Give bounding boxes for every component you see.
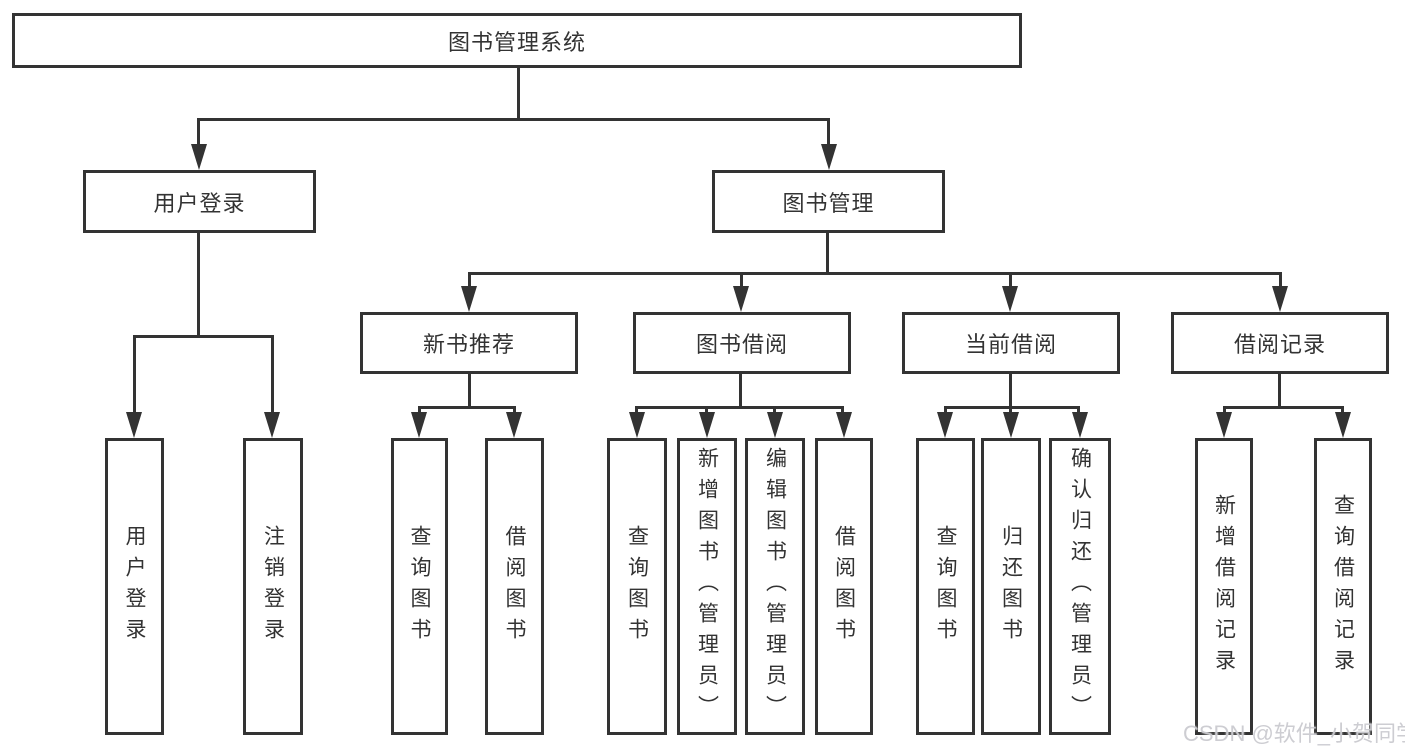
node-borrowing-records: 借阅记录 (1171, 312, 1389, 374)
leaf-add-borrowing-record: 新增借阅记录 (1195, 438, 1253, 735)
arrow-down-icon (1272, 286, 1288, 312)
arrow-down-icon (1002, 286, 1018, 312)
arrow-down-icon (1072, 412, 1088, 438)
leaf-borrow-books-2: 借阅图书 (815, 438, 873, 735)
leaf-query-books-3: 查询图书 (916, 438, 975, 735)
leaf-user-login: 用户登录 (105, 438, 164, 735)
node-label: 查询图书 (625, 524, 649, 649)
arrow-down-icon (1003, 412, 1019, 438)
connector-line (1009, 372, 1012, 408)
connector-line (468, 272, 1282, 275)
node-label: 查询借阅记录 (1331, 493, 1355, 680)
connector-line (740, 272, 743, 290)
leaf-borrow-books-1: 借阅图书 (485, 438, 544, 735)
connector-line (197, 231, 200, 335)
connector-line (635, 406, 638, 416)
arrow-down-icon (821, 144, 837, 170)
node-label: 图书管理 (782, 190, 875, 216)
node-label: 图书管理系统 (447, 29, 586, 55)
node-label: 编辑图书（管理员） (763, 447, 787, 726)
node-label: 借阅记录 (1233, 332, 1326, 357)
node-current-borrowing: 当前借阅 (902, 312, 1120, 374)
connector-line (1009, 406, 1012, 416)
connector-line (197, 118, 830, 121)
arrow-down-icon (191, 144, 207, 170)
node-root-library-management-system: 图书管理系统 (12, 13, 1022, 68)
node-label: 用户登录 (153, 190, 246, 216)
node-label: 当前借阅 (964, 332, 1057, 357)
node-label: 确认归还（管理员） (1068, 447, 1092, 726)
arrow-down-icon (461, 286, 477, 312)
leaf-query-books-2: 查询图书 (607, 438, 667, 735)
connector-line (1009, 272, 1012, 290)
leaf-confirm-return-admin: 确认归还（管理员） (1049, 438, 1111, 735)
node-book-borrowing: 图书借阅 (633, 312, 851, 374)
arrow-down-icon (126, 412, 142, 438)
connector-line (517, 66, 520, 120)
arrow-down-icon (767, 412, 783, 438)
leaf-edit-books-admin: 编辑图书（管理员） (745, 438, 805, 735)
arrow-down-icon (937, 412, 953, 438)
connector-line (739, 372, 742, 408)
connector-line (1279, 272, 1282, 290)
leaf-return-books: 归还图书 (981, 438, 1041, 735)
node-user-login-branch: 用户登录 (83, 170, 316, 233)
arrow-down-icon (629, 412, 645, 438)
node-label: 归还图书 (999, 524, 1023, 649)
node-new-book-recommendation: 新书推荐 (360, 312, 578, 374)
connector-line (133, 335, 136, 415)
node-label: 查询图书 (408, 524, 431, 649)
csdn-watermark: CSDN @软件_小贺同学 (1183, 721, 1405, 746)
connector-line (827, 118, 830, 148)
leaf-add-books-admin: 新增图书（管理员） (677, 438, 737, 735)
node-book-management-branch: 图书管理 (712, 170, 945, 233)
arrow-down-icon (506, 412, 522, 438)
connector-line (841, 406, 844, 416)
node-label: 借阅图书 (832, 524, 856, 649)
connector-line (418, 406, 516, 409)
node-label: 新增图书（管理员） (695, 447, 719, 726)
arrow-down-icon (699, 412, 715, 438)
leaf-query-borrowing-record: 查询借阅记录 (1314, 438, 1372, 735)
connector-line (133, 335, 274, 338)
connector-line (944, 406, 1080, 409)
arrow-down-icon (264, 412, 280, 438)
leaf-logout: 注销登录 (243, 438, 303, 735)
connector-line (468, 372, 471, 408)
connector-line (197, 118, 200, 148)
node-label: 借阅图书 (503, 524, 526, 649)
connector-line (705, 406, 708, 416)
connector-line (1077, 406, 1080, 416)
connector-line (271, 335, 274, 415)
connector-line (826, 230, 829, 275)
arrow-down-icon (411, 412, 427, 438)
connector-line (1223, 406, 1226, 416)
arrow-down-icon (1216, 412, 1232, 438)
connector-line (773, 406, 776, 416)
node-label: 用户登录 (123, 524, 146, 649)
node-label: 查询图书 (934, 524, 957, 649)
connector-line (1223, 406, 1344, 409)
node-label: 新书推荐 (422, 332, 515, 357)
arrow-down-icon (836, 412, 852, 438)
node-label: 注销登录 (261, 524, 285, 649)
leaf-query-books-1: 查询图书 (391, 438, 448, 735)
connector-line (1341, 406, 1344, 416)
connector-line (1278, 372, 1281, 408)
arrow-down-icon (1335, 412, 1351, 438)
connector-line (418, 406, 421, 416)
connector-line (513, 406, 516, 416)
connector-line (944, 406, 947, 416)
connector-line (468, 272, 471, 290)
arrow-down-icon (733, 286, 749, 312)
connector-line (635, 406, 844, 409)
node-label: 新增借阅记录 (1212, 493, 1236, 680)
node-label: 图书借阅 (695, 332, 788, 357)
